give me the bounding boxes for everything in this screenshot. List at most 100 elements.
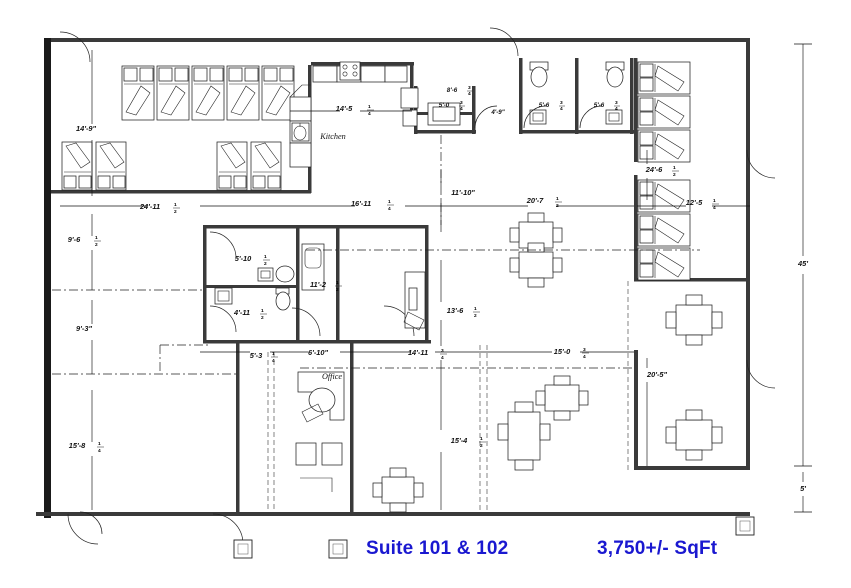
dim-11-2h: 11'-2 (310, 280, 327, 289)
room-label-layer: Kitchen Office (319, 132, 345, 381)
bed (637, 95, 691, 129)
dim-15-8q: 15'-8 (69, 441, 86, 450)
bathtub (301, 243, 325, 291)
sink-basin (257, 267, 274, 282)
wall-exterior-right (746, 38, 750, 470)
room-label-office: Office (322, 372, 342, 381)
bed-group-top-row (121, 65, 295, 121)
bed (95, 141, 127, 191)
bed (121, 65, 155, 121)
frac-num: 1 (261, 308, 264, 314)
restroom-fixture-group (605, 61, 625, 125)
dim-5-10h: 5'-10 (235, 254, 252, 263)
frac-den: 4 (98, 448, 101, 454)
frac-den: 2 (474, 313, 477, 319)
frac-num: 1 (95, 235, 98, 241)
area-title: 3,750+/- SqFt (597, 538, 718, 559)
bed-group-second-row (61, 141, 282, 191)
dimension-label-layer: 14'-9" 24'-11 9'-6 9'-3" 15'-8 14'-5 16'… (68, 85, 808, 493)
restroom-fixture-group (529, 61, 549, 125)
frac-num: 3 (615, 100, 618, 106)
bed (250, 141, 282, 191)
frac-den: 2 (95, 242, 98, 248)
bed (637, 213, 691, 247)
wall-exterior-left (44, 38, 51, 518)
frac-num: 3 (583, 347, 586, 353)
table-round-4chair (665, 409, 723, 461)
dim-13-6h: 13'-6 (447, 306, 464, 315)
kitchen-sink (291, 122, 310, 142)
kitchen-area (289, 61, 414, 168)
frac-den: 4 (441, 355, 444, 361)
frac-num: 1 (264, 254, 267, 260)
dim-5-6tq-b: 5'-6 (594, 102, 605, 109)
frac-den: 4 (460, 106, 463, 112)
dim-6-10: 6'-10" (308, 348, 329, 357)
wall-notch-bottom (634, 466, 750, 470)
center-tables (372, 212, 589, 513)
bed-group-right-upper (637, 61, 691, 163)
wall-right-bed-upper (634, 58, 638, 162)
restrooms (474, 58, 634, 134)
frac-num: 1 (474, 306, 477, 312)
frac-num: 1 (174, 202, 177, 208)
frac-den: 2 (174, 209, 177, 215)
bed (637, 61, 691, 95)
frac-num: 1 (556, 196, 559, 202)
bed (156, 65, 190, 121)
frac-num: 1 (272, 351, 275, 357)
bed (61, 141, 93, 191)
frac-num: 1 (98, 441, 101, 447)
frac-den: 4 (468, 91, 471, 97)
frac-den: 2 (261, 315, 264, 321)
frac-den: 4 (272, 358, 275, 364)
frac-num: 3 (560, 100, 563, 106)
bed (226, 65, 260, 121)
cabinet (400, 87, 419, 109)
frac-num: 3 (441, 348, 444, 354)
dim-14-11tq: 14'-11 (408, 348, 428, 357)
dim-14-9: 14'-9" (76, 124, 97, 133)
dim-5-3q: 5'-3 (250, 351, 263, 360)
range-cooktop (339, 61, 361, 81)
room-label-kitchen: Kitchen (319, 132, 345, 141)
toilet-bowl (275, 291, 291, 311)
dim-5-6tq-a: 5'-6 (539, 102, 550, 109)
frac-num: 1 (388, 199, 391, 205)
dim-14-5q: 14'-5 (336, 104, 353, 113)
table-round-4chair (509, 242, 563, 288)
frac-den: 2 (673, 172, 676, 178)
office-desk-l-shape (297, 371, 345, 423)
table-round-4chair (665, 294, 723, 346)
dim-24-6h: 24'-6 (645, 165, 663, 174)
dimension-fractions: 1 2 1 2 1 4 1 4 1 4 3 4 3 4 3 4 3 (94, 85, 719, 454)
frac-num: 3 (468, 85, 471, 91)
frac-num: 1 (336, 280, 339, 286)
pier-marker (328, 539, 348, 559)
frac-den: 4 (368, 111, 371, 117)
dim-45: 45' (797, 259, 808, 268)
guest-chair (321, 442, 343, 466)
frac-den: 4 (388, 206, 391, 212)
frac-den: 4 (615, 106, 618, 112)
dim-8-6tq: 8'-6 (447, 87, 458, 94)
suite-title: Suite 101 & 102 (366, 538, 508, 559)
wall-exterior-bottom (36, 512, 750, 516)
dim-20-7h: 20'-7 (526, 196, 544, 205)
dimension-lines (60, 43, 812, 513)
frac-num: 1 (368, 104, 371, 110)
wall-exterior-top (51, 38, 750, 42)
dim-5-0tq: 5'-0 (439, 102, 450, 109)
office-chair (308, 387, 336, 413)
frac-num: 1 (713, 198, 716, 204)
bed (191, 65, 225, 121)
dim-15-0tq: 15'-0 (554, 347, 571, 356)
table-round-4chair (535, 375, 589, 421)
frac-num: 1 (673, 165, 676, 171)
bed (637, 129, 691, 163)
dim-5: 5' (800, 484, 806, 493)
dim-11-10: 11'-10" (451, 188, 475, 197)
frac-den: 2 (336, 287, 339, 293)
footer-labels: Suite 101 & 102 3,750+/- SqFt (366, 538, 718, 559)
